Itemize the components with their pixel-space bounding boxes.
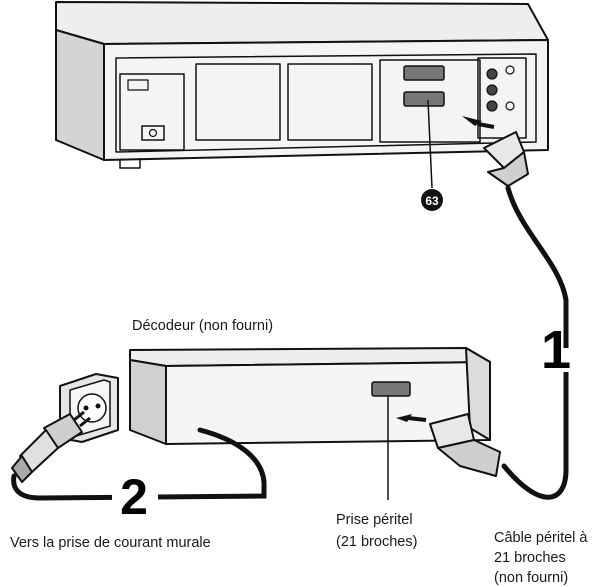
callout-badge: 63 xyxy=(421,189,443,211)
step-number-2: 2 xyxy=(120,469,148,525)
decoder-label: Décodeur (non fourni) xyxy=(132,318,273,334)
step-number-1: 1 xyxy=(541,320,571,380)
scart-cable-label-line2: 21 broches xyxy=(494,550,566,566)
scart-socket-label-line1: Prise péritel xyxy=(336,512,413,528)
scart-socket-label-line2: (21 broches) xyxy=(336,534,417,550)
scart-cable-label-line1: Câble péritel à xyxy=(494,530,588,546)
wall-socket-label: Vers la prise de courant murale xyxy=(10,535,211,551)
vcr-unit xyxy=(56,2,548,168)
callout-ref-number: 63 xyxy=(425,194,439,208)
scart-cable-label-line3: (non fourni) xyxy=(494,570,568,586)
